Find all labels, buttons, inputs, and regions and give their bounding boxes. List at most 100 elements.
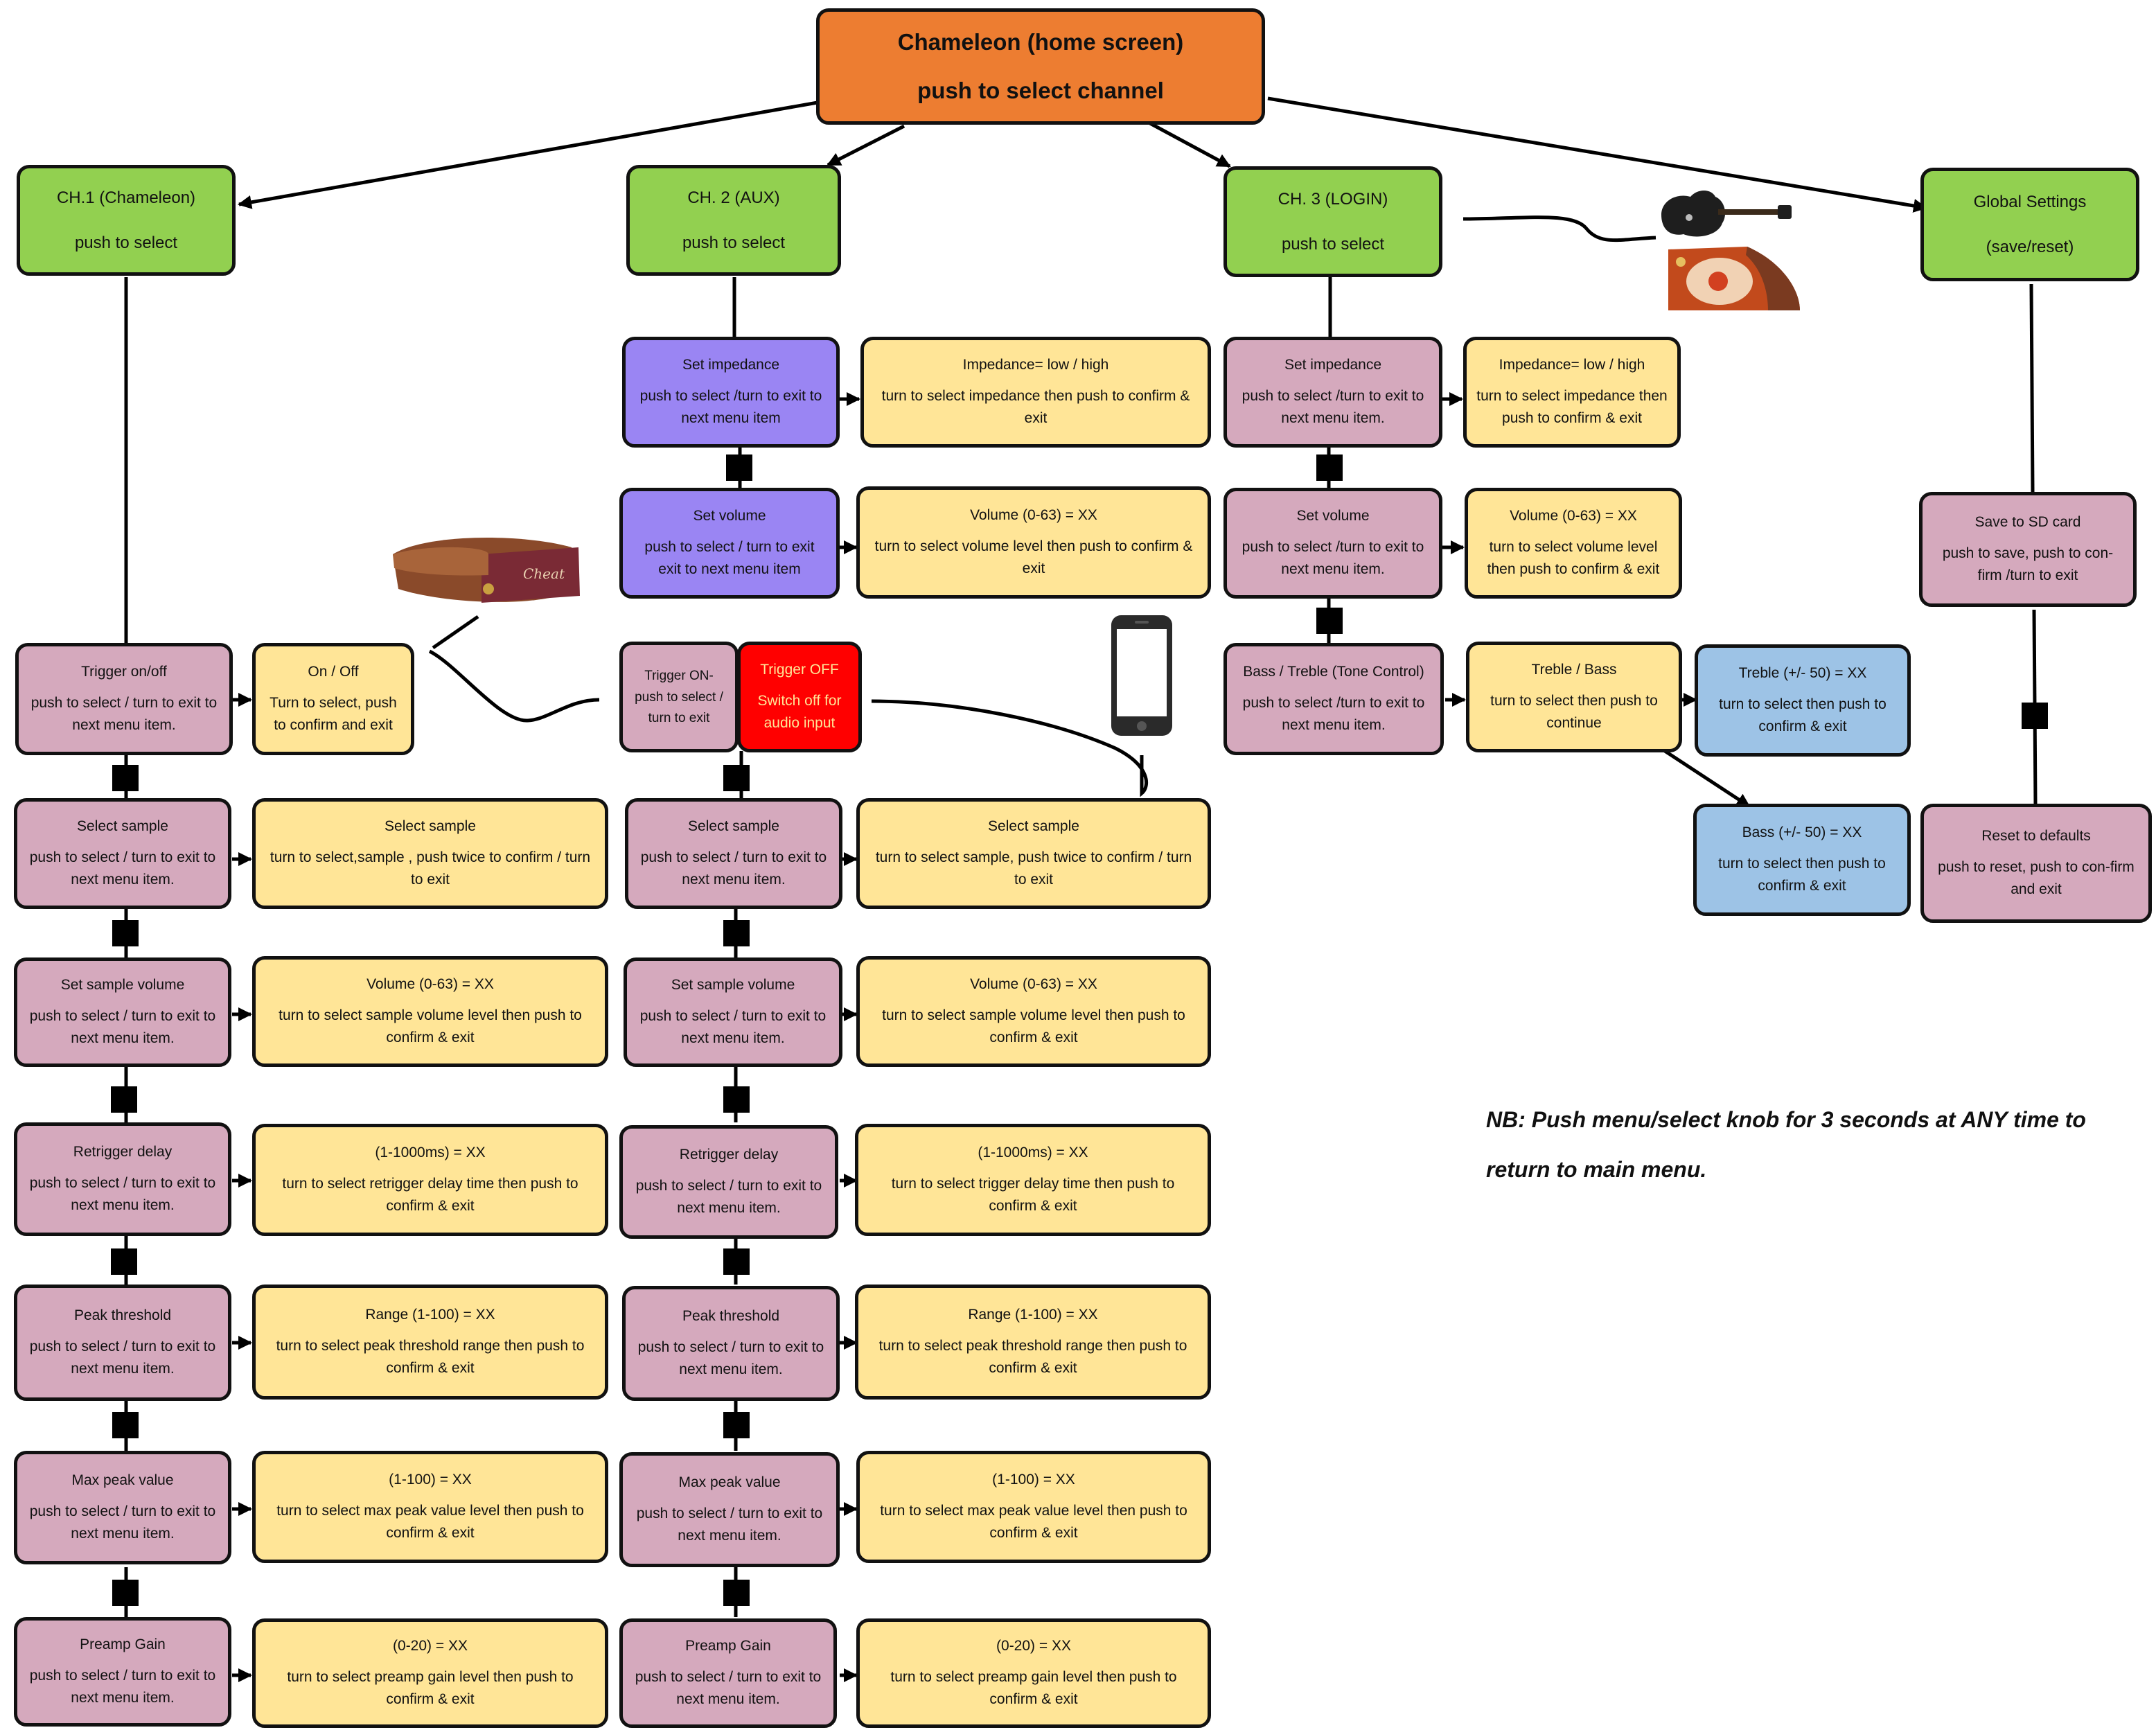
node-title: Set sample volume [671, 977, 795, 994]
ch2-trigger-off-option[interactable]: Trigger OFF Switch off for audio input [737, 642, 862, 752]
ch1-select-sample-option[interactable]: Select sample turn to select,sample , pu… [252, 798, 608, 909]
connector-block [1316, 454, 1343, 481]
ch2-max-peak-menu[interactable]: Max peak value push to select / turn to … [619, 1452, 840, 1567]
ch2-sample-volume-menu[interactable]: Set sample volume push to select / turn … [624, 957, 842, 1067]
node-title: Reset to defaults [1981, 828, 2091, 845]
channel-2-node[interactable]: CH. 2 (AUX) push to select [626, 165, 841, 276]
global-save-menu[interactable]: Save to SD card push to save, push to co… [1919, 492, 2137, 607]
ch1-peak-threshold-menu[interactable]: Peak threshold push to select / turn to … [14, 1285, 231, 1401]
node-body: turn to select sample volume level then … [882, 1007, 1185, 1046]
ch2-max-peak-option[interactable]: (1-100) = XX turn to select max peak val… [856, 1451, 1211, 1563]
connector-block [112, 1580, 139, 1606]
node-title: Treble (+/- 50) = XX [1738, 665, 1867, 682]
ch1-sample-volume-menu[interactable]: Set sample volume push to select / turn … [14, 957, 231, 1067]
smartphone-icon [1111, 615, 1172, 736]
ch3-impedance-menu[interactable]: Set impedance push to select /turn to ex… [1223, 337, 1442, 448]
ch3-volume-option[interactable]: Volume (0-63) = XX turn to select volume… [1465, 488, 1682, 599]
ch1-retrigger-menu[interactable]: Retrigger delay push to select / turn to… [14, 1122, 231, 1236]
node-title: Max peak value [71, 1472, 174, 1489]
ch1-retrigger-option[interactable]: (1-1000ms) = XX turn to select retrigger… [252, 1124, 608, 1236]
ch1-preamp-gain-menu[interactable]: Preamp Gain push to select / turn to exi… [14, 1617, 231, 1727]
node-body: push to select / turn to exit to next me… [29, 1007, 216, 1047]
ch3-tone-control-menu[interactable]: Bass / Treble (Tone Control) push to sel… [1223, 643, 1444, 755]
node-title: (1-100) = XX [389, 1472, 472, 1488]
ch1-select-sample-menu[interactable]: Select sample push to select / turn to e… [14, 798, 231, 909]
ch1-sample-volume-option[interactable]: Volume (0-63) = XX turn to select sample… [252, 956, 608, 1067]
ch2-trigger-on-menu[interactable]: Trigger ON- push to select / turn to exi… [619, 642, 739, 752]
global-reset-menu[interactable]: Reset to defaults push to reset, push to… [1920, 804, 2152, 923]
ch2-preamp-gain-option[interactable]: (0-20) = XX turn to select preamp gain l… [856, 1618, 1211, 1728]
node-body: push to select / turn to exit to next me… [637, 1339, 824, 1378]
ch2-retrigger-option[interactable]: (1-1000ms) = XX turn to select trigger d… [855, 1124, 1211, 1236]
channel-1-node[interactable]: CH.1 (Chameleon) push to select [17, 165, 236, 276]
node-title: Trigger on/off [81, 664, 167, 680]
ch2-select-sample-menu[interactable]: Select sample push to select / turn to e… [625, 798, 842, 909]
node-title: Treble / Bass [1531, 662, 1617, 678]
node-title: Preamp Gain [685, 1638, 771, 1654]
node-body: push to select / turn to exit to next me… [29, 1174, 216, 1214]
connector-block [723, 920, 750, 946]
ch1-trigger-option[interactable]: On / Off Turn to select, push to confirm… [252, 643, 414, 755]
node-body: turn to select max peak value level then… [276, 1502, 584, 1542]
node-title: (0-20) = XX [996, 1638, 1071, 1654]
node-body: turn to select preamp gain level then pu… [287, 1668, 574, 1708]
ch3-treble-option[interactable]: Treble (+/- 50) = XX turn to select then… [1695, 644, 1911, 757]
ch1-trigger-menu[interactable]: Trigger on/off push to select / turn to … [15, 643, 233, 755]
ch2-sample-volume-option[interactable]: Volume (0-63) = XX turn to select sample… [856, 956, 1211, 1067]
node-title: Volume (0-63) = XX [970, 976, 1097, 993]
ch2-impedance-option[interactable]: Impedance= low / high turn to select imp… [860, 337, 1211, 448]
channel-3-node[interactable]: CH. 3 (LOGIN) push to select [1223, 166, 1442, 277]
node-body: Switch off for audio input [757, 692, 842, 732]
login-preamp-icon [1668, 247, 1800, 310]
node-body: turn to select trigger delay time then p… [891, 1175, 1175, 1215]
node-title: Impedance= low / high [1499, 357, 1645, 373]
node-title: Impedance= low / high [962, 357, 1109, 373]
ch1-max-peak-menu[interactable]: Max peak value push to select / turn to … [14, 1451, 231, 1564]
node-title: On / Off [308, 664, 359, 680]
ch2-volume-menu[interactable]: Set volume push to select / turn to exit… [619, 488, 840, 599]
ch2-peak-threshold-option[interactable]: Range (1-100) = XX turn to select peak t… [855, 1285, 1211, 1400]
global-settings-node[interactable]: Global Settings (save/reset) [1920, 168, 2139, 281]
connector-block [723, 1086, 750, 1113]
node-body: turn to select then push to continue [1490, 692, 1658, 732]
node-body: turn to select impedance then push to co… [1476, 387, 1668, 427]
ch2-select-sample-option[interactable]: Select sample turn to select sample, pus… [856, 798, 1211, 909]
ch3-volume-menu[interactable]: Set volume push to select /turn to exit … [1223, 488, 1442, 599]
node-title: Select sample [988, 818, 1079, 835]
ch2-preamp-gain-menu[interactable]: Preamp Gain push to select / turn to exi… [619, 1618, 837, 1728]
node-title: Volume (0-63) = XX [1510, 508, 1637, 524]
ch2-retrigger-menu[interactable]: Retrigger delay push to select / turn to… [619, 1125, 838, 1239]
ch3-bass-option[interactable]: Bass (+/- 50) = XX turn to select then p… [1693, 804, 1911, 916]
connector-block [111, 1248, 137, 1275]
node-title: Set impedance [682, 357, 780, 373]
node-title: Max peak value [678, 1474, 781, 1491]
ch2-peak-threshold-menu[interactable]: Peak threshold push to select / turn to … [622, 1286, 840, 1401]
ch2-impedance-menu[interactable]: Set impedance push to select /turn to ex… [622, 337, 840, 448]
ch3-impedance-option[interactable]: Impedance= low / high turn to select imp… [1463, 337, 1681, 448]
ch2-volume-option[interactable]: Volume (0-63) = XX turn to select volume… [856, 486, 1211, 599]
node-title: Select sample [77, 818, 168, 835]
navigation-note: NB: Push menu/select knob for 3 seconds … [1486, 1107, 2086, 1182]
home-screen-node[interactable]: Chameleon (home screen) push to select c… [816, 8, 1265, 125]
node-body: push to select / turn to exit to next me… [635, 1177, 822, 1217]
node-title: (1-100) = XX [992, 1472, 1075, 1488]
node-body: push to select / turn to exit to next me… [29, 1503, 216, 1542]
node-title: Chameleon (home screen) [897, 28, 1184, 55]
node-body: push to select channel [917, 78, 1164, 103]
node-title: Trigger ON- [644, 668, 714, 683]
node-body: turn to select retrigger delay time then… [282, 1175, 578, 1215]
ch1-peak-threshold-option[interactable]: Range (1-100) = XX turn to select peak t… [252, 1285, 608, 1400]
node-title: Set volume [1296, 508, 1370, 524]
node-title: (1-1000ms) = XX [375, 1145, 486, 1161]
connector-block [112, 765, 139, 791]
node-title: Range (1-100) = XX [968, 1307, 1098, 1323]
node-body: push to select [682, 233, 786, 252]
node-body: turn to select volume level then push to… [874, 538, 1193, 577]
node-title: Peak threshold [682, 1308, 780, 1325]
connector-block [723, 1412, 750, 1438]
node-body: turn to select then push to confirm & ex… [1718, 855, 1886, 894]
ch1-preamp-gain-option[interactable]: (0-20) = XX turn to select preamp gain l… [252, 1618, 608, 1728]
node-body: push to select / turn to exit to next me… [29, 849, 216, 888]
ch1-max-peak-option[interactable]: (1-100) = XX turn to select max peak val… [252, 1451, 608, 1563]
ch3-tone-control-option[interactable]: Treble / Bass turn to select then push t… [1466, 642, 1682, 752]
